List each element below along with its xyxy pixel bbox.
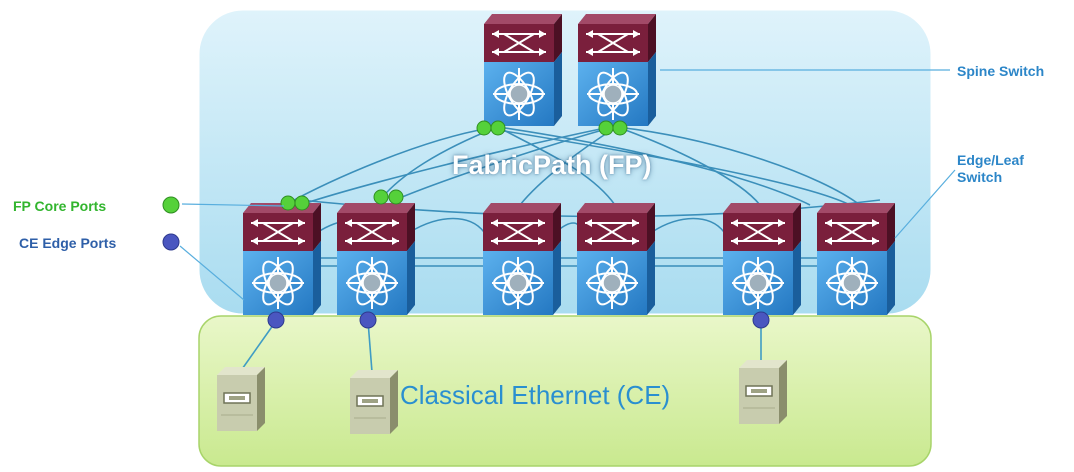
spine-switch-label: Spine Switch — [957, 63, 1045, 79]
fp-core-ports-legend-dot — [162, 196, 180, 214]
ce-edge-ports-legend-dot — [162, 233, 180, 251]
fabricpath-region-title: FabricPath (FP) — [452, 150, 652, 180]
leaf-switch-3 — [483, 203, 561, 315]
edge-leaf-switch-label: Edge/Leaf Switch — [957, 152, 1024, 186]
leaf-switch-1 — [243, 203, 321, 315]
callout-lines — [179, 69, 956, 301]
leaf-switch-2 — [337, 203, 415, 315]
ce-edge-ports-legend-label: CE Edge Ports — [19, 235, 117, 251]
fp-core-ports-legend-label: FP Core Ports — [13, 198, 107, 214]
classical-ethernet-region-title: Classical Ethernet (CE) — [400, 380, 671, 410]
spine-switch-2 — [578, 14, 656, 126]
edge-leaf-line-1: Edge/Leaf — [957, 152, 1024, 168]
leaf-switch-5 — [723, 203, 801, 315]
leaf-switch-4 — [577, 203, 655, 315]
spine-switch-1 — [484, 14, 562, 126]
fp-core-port-dots — [280, 120, 628, 211]
leaf-switch-6 — [817, 203, 895, 315]
server-2 — [350, 370, 398, 434]
ce-edge-port-dots — [267, 311, 770, 329]
edge-leaf-line-2: Switch — [957, 169, 1003, 185]
server-3 — [739, 360, 787, 424]
server-1 — [217, 367, 265, 431]
